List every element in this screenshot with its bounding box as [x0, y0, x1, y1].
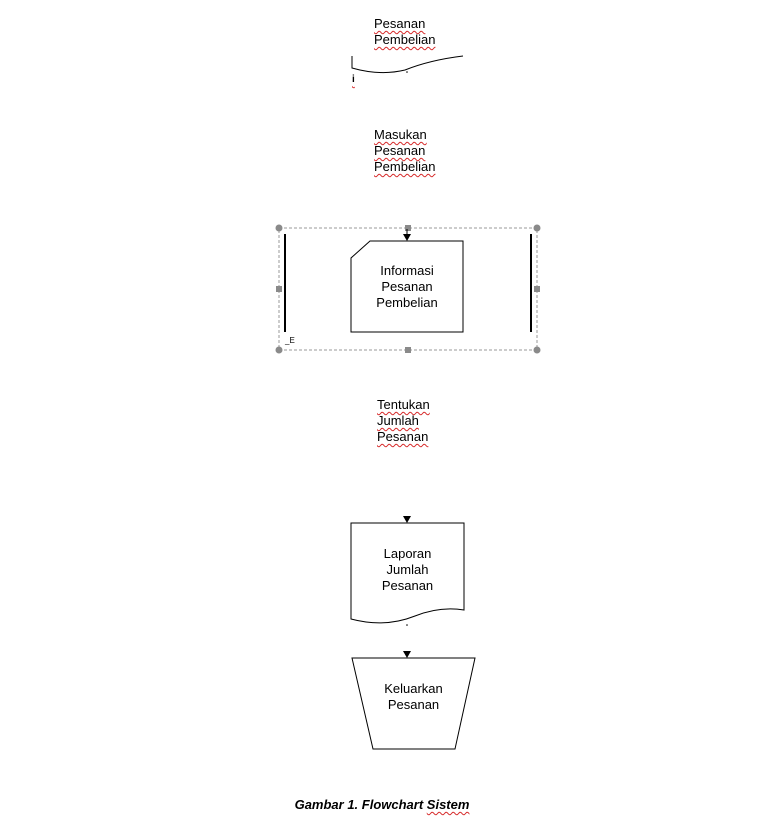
- stored-data-card-shape[interactable]: [350, 240, 464, 333]
- selection-handle-bm[interactable]: [405, 347, 411, 353]
- selection-handle-br[interactable]: [533, 346, 541, 354]
- figure-caption: Gambar 1. Flowchart Sistem: [294, 797, 470, 812]
- selection-handle-mr[interactable]: [534, 286, 540, 292]
- output-document-label: Laporan Jumlah Pesanan: [381, 546, 434, 593]
- arrow-stored-head: [403, 234, 411, 241]
- arrow-output-head: [403, 516, 411, 523]
- process-determine-label: Tentukan Jumlah Pesanan: [377, 397, 430, 444]
- selection-handle-tm[interactable]: [405, 225, 411, 231]
- output-document-shape[interactable]: [350, 522, 465, 624]
- stored-data-label: Informasi Pesanan Pembelian: [376, 263, 438, 310]
- process-enter-label: Masukan Pesanan Pembelian: [374, 127, 436, 174]
- selection-handle-tr[interactable]: [533, 224, 541, 232]
- selection-handle-bl[interactable]: [275, 346, 283, 354]
- selection-handle-tl[interactable]: [275, 224, 283, 232]
- input-document-wave: [351, 55, 464, 74]
- anchor-label: _E: [285, 336, 295, 345]
- connector-dot: [406, 624, 408, 626]
- arrow-manual-head: [403, 651, 411, 658]
- manual-output-shape[interactable]: [351, 657, 476, 750]
- manual-output-label: Keluarkan Pesanan: [384, 681, 443, 712]
- selection-handle-ml[interactable]: [276, 286, 282, 292]
- input-marker: i: [352, 74, 355, 85]
- input-document-label: Pesanan Pembelian: [374, 16, 436, 47]
- connector-dot: [406, 71, 408, 73]
